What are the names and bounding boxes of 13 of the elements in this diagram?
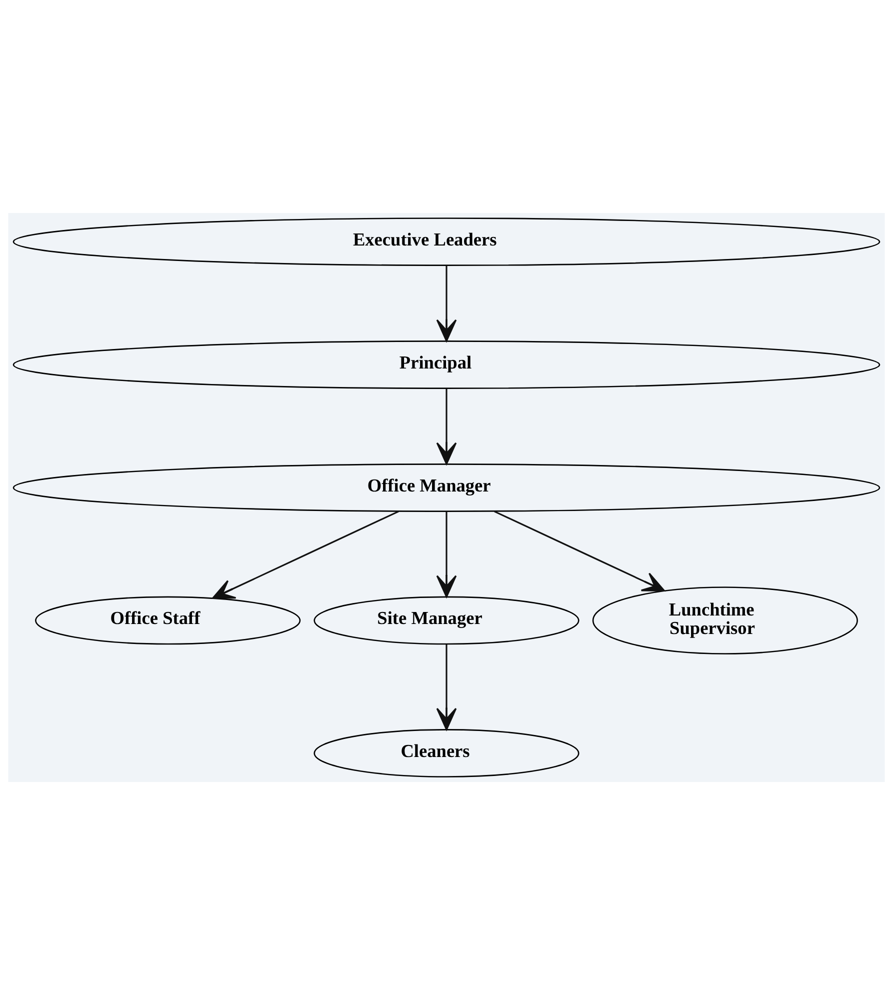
arrow bbox=[212, 510, 399, 598]
node-ellipse: Office Manager bbox=[12, 463, 880, 512]
arrow bbox=[436, 511, 457, 598]
arrow bbox=[494, 510, 666, 592]
node-ellipse: Principal bbox=[12, 340, 880, 388]
node-ellipse: Cleaners bbox=[314, 728, 580, 777]
arrow bbox=[436, 644, 457, 730]
node-ellipse: Site Manager bbox=[314, 596, 580, 644]
arrow bbox=[436, 265, 457, 342]
node-ellipse: Lunchtime Supervisor bbox=[592, 586, 858, 654]
node-ellipse: Executive Leaders bbox=[12, 217, 880, 266]
arrow bbox=[436, 388, 457, 464]
node-ellipse: Office Staff bbox=[35, 596, 301, 644]
